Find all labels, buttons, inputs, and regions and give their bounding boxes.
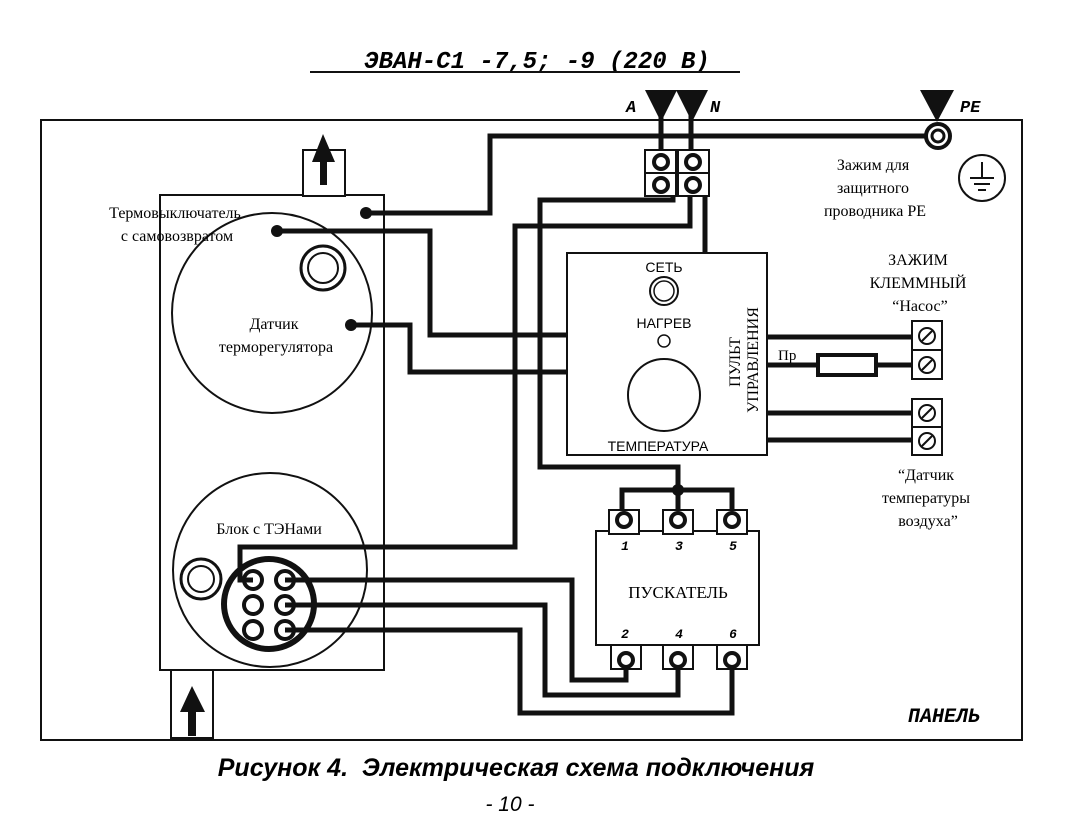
thermal-switch-label: Термовыключатель с самовозвратом — [109, 205, 245, 245]
heating-indicator — [657, 334, 671, 348]
ground-icon — [958, 154, 1006, 202]
air-sensor-line-2: температуры — [882, 490, 970, 507]
heater-block-label: Блок с ТЭНами — [216, 521, 322, 538]
pe-clamp-line-3: проводника РЕ — [824, 203, 926, 220]
starter-pin-6: 6 — [729, 627, 737, 642]
heater-pin — [242, 594, 264, 616]
thermal-switch-line-2: с самовозвратом — [121, 228, 233, 245]
panel-frame — [40, 119, 1023, 741]
power-label: СЕТЬ — [645, 259, 682, 275]
panel-label: ПАНЕЛЬ — [908, 706, 980, 729]
terminal-a-label: A — [625, 99, 636, 118]
starter-bottom-contacts — [610, 644, 748, 670]
thermostat-sensor-line-1: Датчик — [250, 316, 299, 333]
air-sensor-line-1: “Датчик — [898, 467, 954, 484]
pump-terminal-line-3: “Насос” — [892, 298, 947, 315]
terminal-pe-label: PE — [960, 99, 981, 118]
outlet-arrow-icon — [312, 134, 335, 185]
wires — [237, 110, 938, 716]
heater-wire-3 — [285, 627, 735, 716]
heater-port-inner — [187, 565, 215, 593]
starter-pin-1: 1 — [621, 539, 629, 554]
phase-panel-wire — [537, 186, 681, 490]
starter-top-contacts — [608, 509, 748, 535]
heater-wire-2 — [285, 602, 681, 698]
air-sensor-terminal-block — [911, 398, 943, 456]
page-number: - 10 - — [485, 793, 534, 816]
sensor-port-inner — [307, 252, 339, 284]
air-sensor-label: “Датчик температуры воздуха” — [882, 467, 974, 530]
input-terminal-block — [644, 149, 710, 197]
temperature-label: ТЕМПЕРАТУРА — [608, 438, 709, 454]
figure-caption: Рисунок 4. Электрическая схема подключен… — [218, 754, 815, 782]
neutral-arrow-icon — [676, 90, 708, 122]
starter-name: ПУСКАТЕЛЬ — [628, 583, 728, 602]
starter-pin-5: 5 — [729, 539, 737, 554]
thermal-switch-wire — [277, 228, 568, 338]
pump-terminal-label: ЗАЖИМ КЛЕММНЫЙ “Насос” — [870, 252, 971, 315]
pe-clamp-label: Зажим для защитного проводника РЕ — [824, 157, 926, 220]
control-panel-title-1: ПУЛЬТ — [727, 337, 744, 387]
pe-clamp-line-2: защитного — [837, 180, 909, 197]
heater-pin — [242, 619, 264, 641]
pump-terminal-block — [911, 320, 943, 380]
thermostat-sensor-label: Датчик терморегулятора — [219, 316, 333, 356]
thermal-switch-contact — [360, 207, 372, 219]
starter-body — [595, 530, 760, 646]
pe-clamp-line-1: Зажим для — [837, 157, 910, 174]
terminal-n-label: N — [710, 99, 721, 118]
pump-terminal-line-2: КЛЕММНЫЙ — [870, 273, 967, 292]
heater-wire-1 — [285, 577, 629, 683]
pe-clamp-inner — [930, 128, 946, 144]
temperature-knob[interactable] — [627, 358, 701, 432]
inlet-arrow-icon — [180, 686, 205, 736]
air-sensor-line-3: воздуха” — [898, 513, 958, 530]
starter-pin-3: 3 — [675, 539, 683, 554]
pump-terminal-line-1: ЗАЖИМ — [888, 252, 948, 269]
fuse — [816, 353, 878, 377]
thermostat-sensor-contact — [345, 319, 357, 331]
neutral-heater-wire — [237, 186, 693, 583]
thermostat-sensor-line-2: терморегулятора — [219, 339, 333, 356]
pe-arrow-icon — [920, 90, 954, 122]
thermal-switch-contact-2 — [271, 225, 283, 237]
starter-pin-2: 2 — [621, 627, 629, 642]
fuse-label: Пр — [778, 348, 796, 364]
starter-pin-4: 4 — [675, 627, 683, 642]
power-button-inner — [653, 280, 675, 302]
thermal-switch-line-1: Термовыключатель — [109, 205, 241, 222]
pe-wire — [366, 133, 938, 216]
thermostat-wire — [351, 322, 568, 375]
bus-junction — [672, 484, 684, 496]
phase-arrow-icon — [645, 90, 677, 122]
control-panel-title-2: УПРАВЛЕНИЯ — [745, 307, 762, 413]
control-panel-title: ПУЛЬТ УПРАВЛЕНИЯ — [727, 307, 762, 413]
heating-label: НАГРЕВ — [636, 315, 691, 331]
